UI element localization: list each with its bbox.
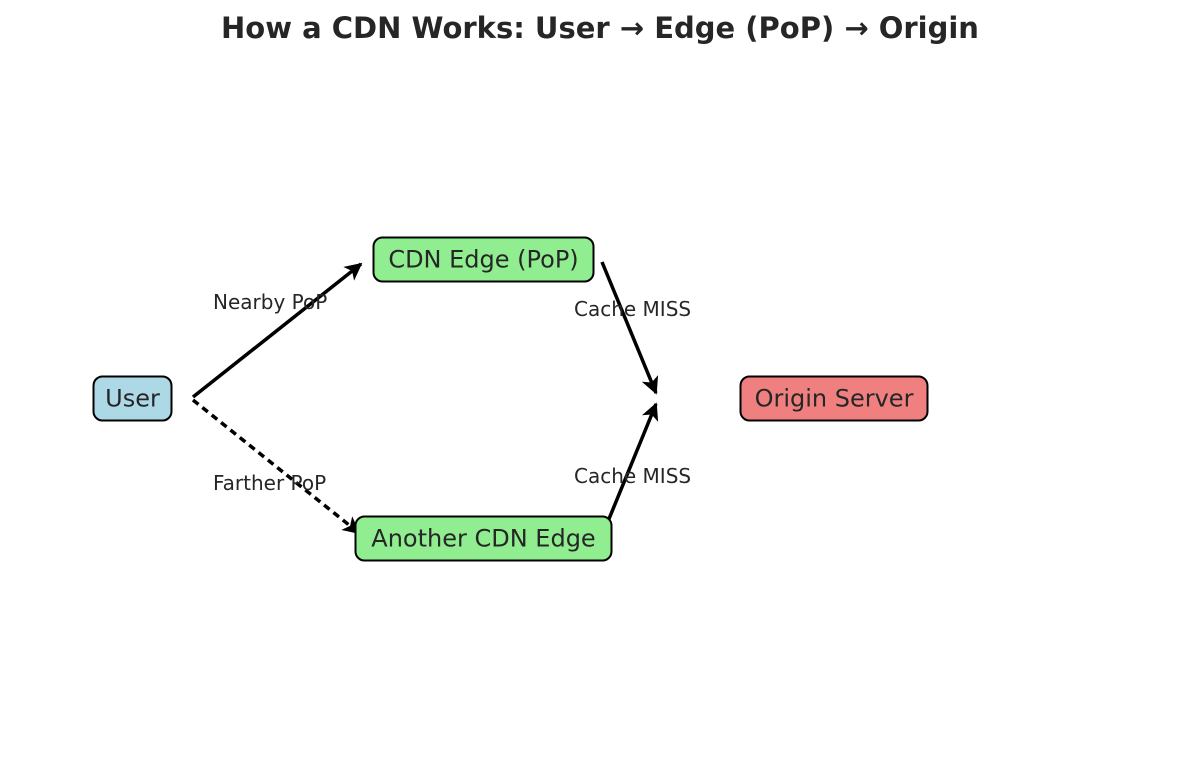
arrow-cdn-edge-to-origin xyxy=(600,261,659,395)
edge-label-cache-miss-top: Cache MISS xyxy=(574,297,691,321)
node-origin-server-label: Origin Server xyxy=(755,385,914,413)
arrow-another-edge-to-origin xyxy=(600,402,659,537)
edge-label-cache-miss-bottom: Cache MISS xyxy=(574,464,691,488)
node-cdn-edge-box xyxy=(372,236,595,283)
node-cdn-edge-label: CDN Edge (PoP) xyxy=(388,246,578,274)
node-another-cdn-edge-label: Another CDN Edge xyxy=(371,525,595,553)
edge-label-nearby-pop: Nearby PoP xyxy=(213,290,327,314)
arrow-user-to-cdn-edge xyxy=(191,262,363,399)
node-origin-server-box xyxy=(739,375,929,422)
diagram-title: How a CDN Works: User → Edge (PoP) → Ori… xyxy=(221,11,979,45)
node-user: User xyxy=(92,375,173,422)
node-cdn-edge: CDN Edge (PoP) xyxy=(372,236,595,283)
edge-label-farther-pop: Farther PoP xyxy=(213,471,326,495)
arrow-user-to-another-edge xyxy=(191,398,361,535)
node-user-label: User xyxy=(105,385,160,413)
node-user-box xyxy=(92,375,173,422)
node-origin-server: Origin Server xyxy=(739,375,929,422)
node-another-cdn-edge-box xyxy=(354,515,613,562)
node-another-cdn-edge: Another CDN Edge xyxy=(354,515,613,562)
